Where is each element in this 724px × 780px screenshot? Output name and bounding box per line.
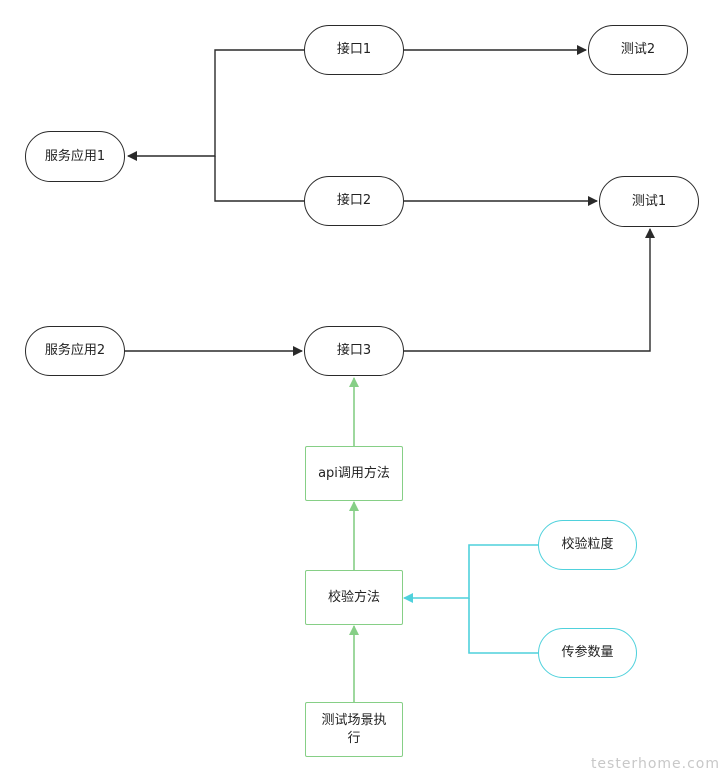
- watermark: testerhome.com: [590, 756, 720, 772]
- edge-api3-to-test1: [404, 228, 655, 352]
- node-api2: 接口2: [304, 176, 404, 226]
- edge-granularity-to-verify: [403, 544, 538, 603]
- edge-api2-to-service1: [214, 156, 304, 202]
- node-test-scenario-run: 测试场景执行: [305, 702, 403, 757]
- node-api1: 接口1: [304, 25, 404, 75]
- edge-api1-to-service1: [127, 49, 304, 161]
- node-verify-granularity: 校验粒度: [538, 520, 637, 570]
- edge-paramcount-to-verify: [468, 598, 538, 654]
- node-test1: 测试1: [599, 176, 699, 227]
- node-api-call-method: api调用方法: [305, 446, 403, 501]
- node-service2: 服务应用2: [25, 326, 125, 376]
- node-test2: 测试2: [588, 25, 688, 75]
- node-verify-method: 校验方法: [305, 570, 403, 625]
- node-api3: 接口3: [304, 326, 404, 376]
- node-service1: 服务应用1: [25, 131, 125, 182]
- node-param-count: 传参数量: [538, 628, 637, 678]
